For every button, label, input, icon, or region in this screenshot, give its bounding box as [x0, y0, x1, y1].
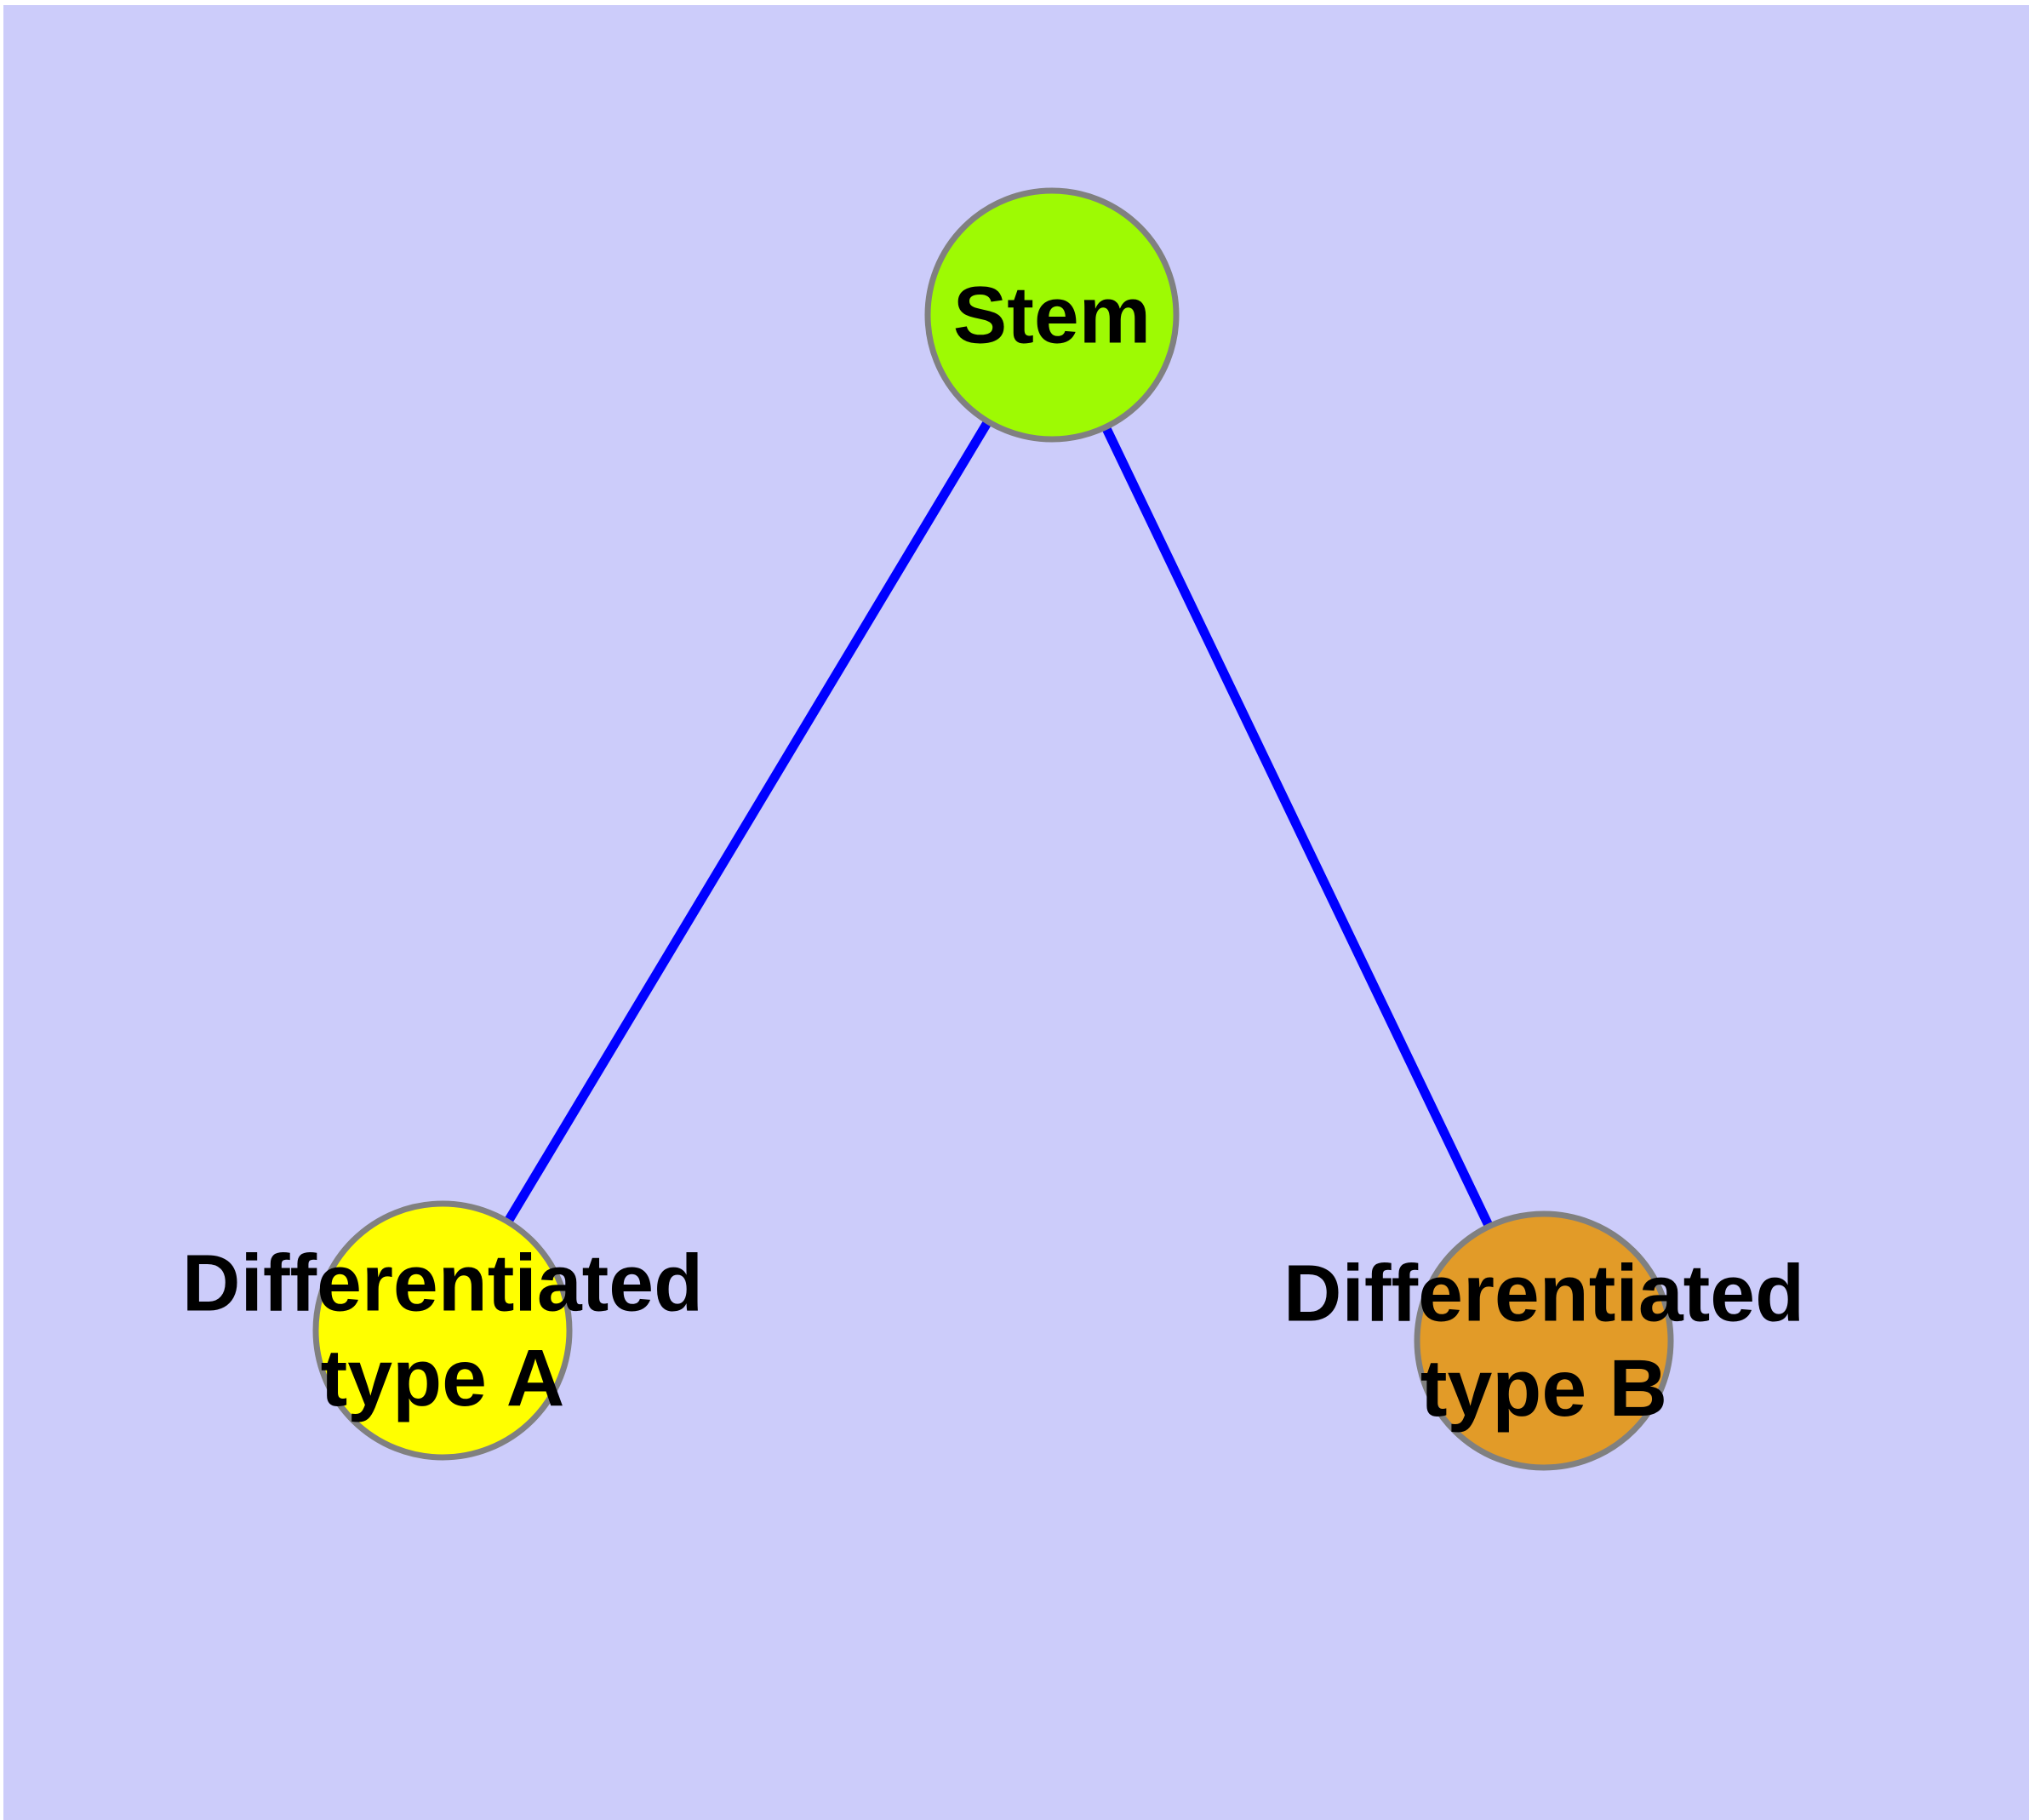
node-diff-a-circle[interactable]	[312, 1200, 573, 1461]
edge-stem-to-diff-b[interactable]	[1048, 312, 1548, 1343]
node-stem-label: Stem	[953, 270, 1151, 360]
node-diff-b-circle[interactable]	[1414, 1210, 1674, 1471]
edges-group	[438, 312, 1548, 1343]
edge-stem-to-diff-a[interactable]	[438, 312, 1056, 1333]
node-stem-circle[interactable]	[924, 187, 1180, 443]
node-stem[interactable]: Stem	[924, 187, 1180, 443]
